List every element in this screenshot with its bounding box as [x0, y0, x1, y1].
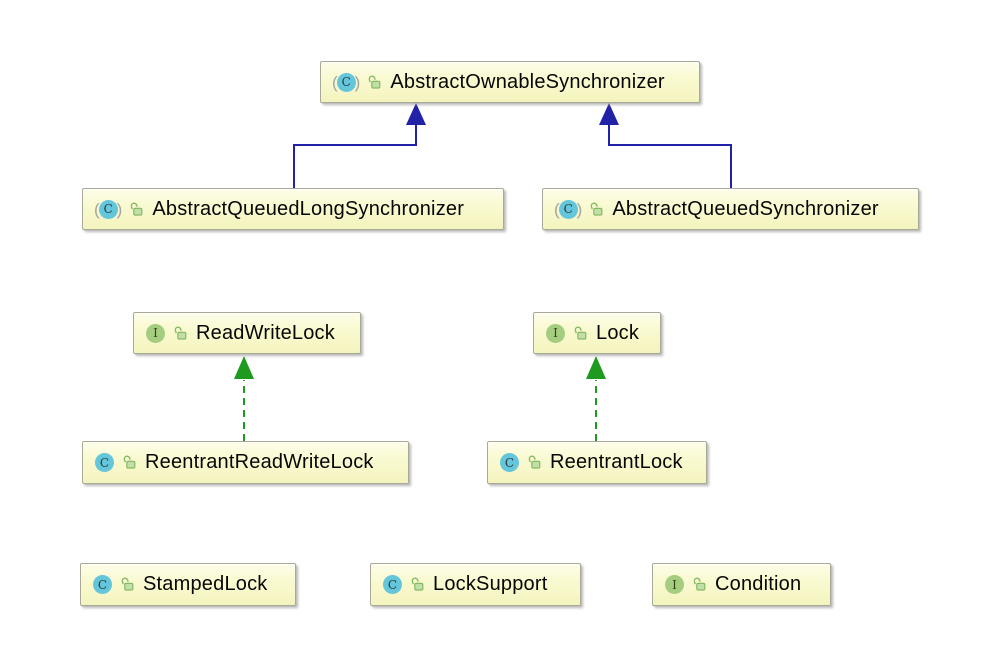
implements-arrowhead: [234, 356, 254, 379]
interface-icon-wrap: I: [146, 323, 165, 343]
class-icon-wrap: C: [500, 453, 519, 472]
unlocked-padlock-icon: [129, 202, 144, 217]
interface-icon: I: [546, 323, 565, 343]
node-lock[interactable]: I Lock: [533, 312, 661, 354]
abstract-marker-open: (: [94, 199, 100, 219]
node-stamped-lock[interactable]: C StampedLock: [80, 563, 296, 606]
unlocked-padlock-icon: [573, 326, 588, 341]
class-icon-wrap: C: [95, 453, 114, 472]
abstract-class-icon: ( C ): [94, 199, 123, 219]
abstract-marker-close: ): [116, 199, 123, 219]
extends-arrowhead: [406, 103, 426, 125]
class-icon: C: [383, 575, 402, 594]
extends-arrowhead: [599, 103, 619, 125]
class-icon: C: [336, 72, 356, 92]
extends-edge-aqs-to-aos: [599, 103, 732, 188]
node-reentrant-lock[interactable]: C ReentrantLock: [487, 441, 707, 484]
abstract-marker-open: (: [554, 199, 560, 219]
node-condition[interactable]: I Condition: [652, 563, 831, 606]
unlocked-padlock-icon: [367, 75, 382, 90]
implements-edge-rrwl-to-readwritelock: [234, 356, 254, 441]
unlocked-padlock-icon: [173, 326, 188, 341]
node-lock-support[interactable]: C LockSupport: [370, 563, 581, 606]
abstract-marker-close: ): [354, 72, 361, 92]
node-abstract-queued-synchronizer[interactable]: ( C ) AbstractQueuedSynchronizer: [542, 188, 919, 230]
class-icon: C: [558, 199, 578, 219]
node-label: Lock: [596, 321, 640, 344]
unlocked-padlock-icon: [122, 455, 137, 470]
node-label: AbstractOwnableSynchronizer: [390, 70, 665, 93]
unlocked-padlock-icon: [410, 577, 425, 592]
class-icon: C: [500, 453, 519, 472]
node-label: AbstractQueuedSynchronizer: [612, 197, 879, 220]
node-label: ReentrantLock: [550, 451, 683, 473]
interface-icon: I: [146, 323, 165, 343]
extends-edge-aqls-to-aos: [293, 103, 426, 188]
node-label: ReadWriteLock: [196, 321, 335, 344]
class-icon-wrap: C: [383, 575, 402, 594]
abstract-class-icon: ( C ): [332, 72, 361, 92]
class-icon: C: [98, 199, 118, 219]
unlocked-padlock-icon: [589, 202, 604, 217]
node-label: LockSupport: [433, 573, 548, 595]
node-label: AbstractQueuedLongSynchronizer: [152, 197, 465, 220]
node-read-write-lock[interactable]: I ReadWriteLock: [133, 312, 361, 354]
node-abstract-ownable-synchronizer[interactable]: ( C ) AbstractOwnableSynchronizer: [320, 61, 700, 103]
node-reentrant-read-write-lock[interactable]: C ReentrantReadWriteLock: [82, 441, 409, 484]
abstract-class-icon: ( C ): [554, 199, 583, 219]
implements-edge-rl-to-lock: [586, 356, 606, 441]
node-abstract-queued-long-synchronizer[interactable]: ( C ) AbstractQueuedLongSynchronizer: [82, 188, 504, 230]
unlocked-padlock-icon: [527, 455, 542, 470]
interface-icon-wrap: I: [546, 323, 565, 343]
abstract-marker-open: (: [332, 72, 338, 92]
node-label: Condition: [715, 573, 802, 595]
class-icon-wrap: C: [93, 575, 112, 594]
interface-icon-wrap: I: [665, 575, 684, 594]
abstract-marker-close: ): [576, 199, 583, 219]
interface-icon: I: [665, 575, 684, 594]
unlocked-padlock-icon: [120, 577, 135, 592]
unlocked-padlock-icon: [692, 577, 707, 592]
node-label: StampedLock: [143, 573, 268, 595]
implements-arrowhead: [586, 356, 606, 379]
class-icon: C: [93, 575, 112, 594]
node-label: ReentrantReadWriteLock: [145, 451, 374, 473]
class-icon: C: [95, 453, 114, 472]
